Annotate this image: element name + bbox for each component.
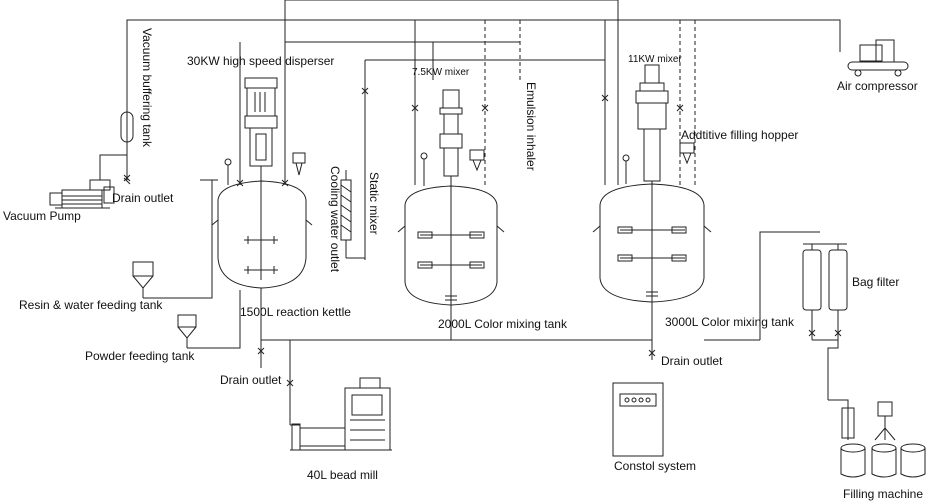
- vacuum-buffering-tank: [121, 112, 133, 181]
- resin-water-tank: [133, 180, 218, 298]
- bag-filter-label: Bag filter: [852, 275, 900, 289]
- vacuum-buffering-tank-label: Vacuum buffering tank: [140, 28, 154, 147]
- air-compressor-label: Air compressor: [837, 79, 918, 93]
- color-tank-2000-label: 2000L Color mixing tank: [438, 317, 567, 331]
- emulsion-inhaler-label: Emulsion inhaler: [524, 82, 538, 171]
- air-compressor: [848, 40, 908, 76]
- static-mixer: [341, 170, 365, 258]
- powder-tank: [178, 290, 240, 348]
- cooling-water-outlet-label: Cooling water outlet: [328, 166, 342, 273]
- reaction-kettle: [212, 153, 312, 340]
- bead-mill-label: 40L bead mill: [307, 468, 378, 482]
- filling-machine: [828, 400, 925, 477]
- drain-outlet-3-label: Drain outlet: [661, 354, 723, 368]
- bead-mill: [290, 378, 392, 450]
- bag-filter: [652, 232, 847, 400]
- header-pipes: [127, 0, 840, 260]
- disperser: [244, 78, 278, 280]
- drain-outlet-1-label: Drain outlet: [112, 191, 174, 205]
- disperser-label: 30KW high speed disperser: [187, 54, 335, 68]
- additive-hopper-label: Addtitive filling hopper: [681, 128, 799, 142]
- filling-machine-label: Filling machine: [843, 487, 924, 501]
- color-tank-3000: [593, 65, 711, 302]
- powder-tank-label: Powder feeding tank: [85, 349, 195, 363]
- static-mixer-label: Static mixer: [367, 172, 381, 235]
- color-tank-2000: [398, 90, 504, 305]
- control-system-label: Constol system: [614, 459, 697, 473]
- vacuum-pump-label: Vacuum Pump: [3, 209, 81, 223]
- bottom-header: [258, 300, 655, 425]
- vacuum-pump: [50, 155, 127, 208]
- drain-outlet-2-label: Drain outlet: [220, 373, 282, 387]
- color-tank-3000-label: 3000L Color mixing tank: [665, 315, 794, 329]
- mixer-11-label: 11KW mixer: [628, 54, 682, 65]
- resin-water-tank-label: Resin & water feeding tank: [19, 298, 163, 312]
- mixer-75-label: 7.5KW mixer: [412, 67, 470, 78]
- control-system: [613, 383, 663, 456]
- reaction-kettle-label: 1500L reaction kettle: [240, 305, 351, 319]
- drain-valves: [124, 88, 683, 186]
